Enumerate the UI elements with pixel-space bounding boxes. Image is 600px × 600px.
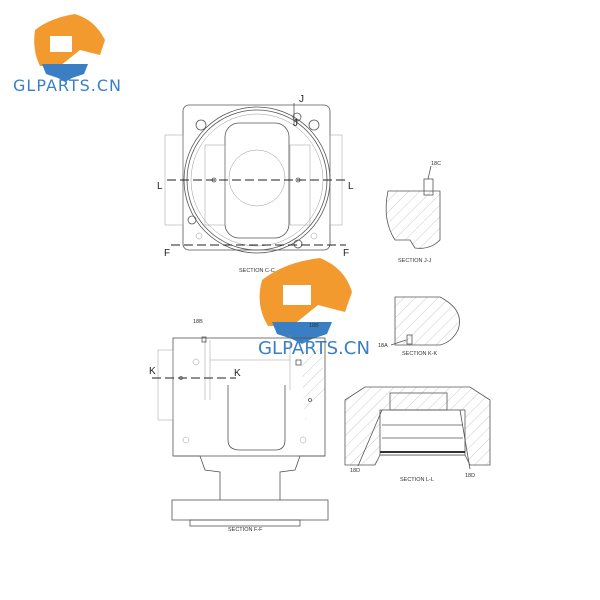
section-f-f-view: K K 18B 18B SECTION F-F bbox=[149, 319, 329, 533]
callout-18d: 18D bbox=[350, 468, 360, 474]
watermark-logo-top: GLPARTS.CN bbox=[13, 14, 122, 95]
cut-label-k: K bbox=[149, 366, 156, 377]
callout-18b: 18B bbox=[309, 323, 319, 329]
watermark-text: GLPARTS.CN bbox=[13, 76, 122, 95]
section-title: SECTION L-L bbox=[400, 477, 434, 483]
callout-18b: 18B bbox=[193, 319, 203, 325]
cut-label-j: J bbox=[299, 94, 304, 105]
section-title: SECTION J-J bbox=[398, 258, 432, 264]
section-j-j-view: 18C SECTION J-J bbox=[385, 161, 441, 264]
callout-18d: 18D bbox=[465, 473, 475, 479]
section-title: SECTION F-F bbox=[228, 527, 263, 533]
cut-label-f: F bbox=[164, 248, 170, 259]
cut-label-l: L bbox=[348, 181, 354, 192]
section-title: SECTION C-C bbox=[239, 268, 275, 274]
cut-label-f: F bbox=[343, 248, 349, 259]
cut-label-j: J bbox=[293, 118, 298, 129]
section-l-l-view: 18D 18D SECTION L-L bbox=[344, 386, 491, 483]
callout-18c: 18C bbox=[431, 161, 441, 167]
cut-label-l: L bbox=[157, 181, 163, 192]
section-k-k-view: 18A SECTION K-K bbox=[378, 296, 460, 357]
callout-18a: 18A bbox=[378, 343, 388, 349]
cut-label-k: K bbox=[234, 368, 241, 379]
section-c-c-view: J J L L F F SECTION C-C bbox=[157, 94, 354, 274]
section-title: SECTION K-K bbox=[402, 351, 437, 357]
